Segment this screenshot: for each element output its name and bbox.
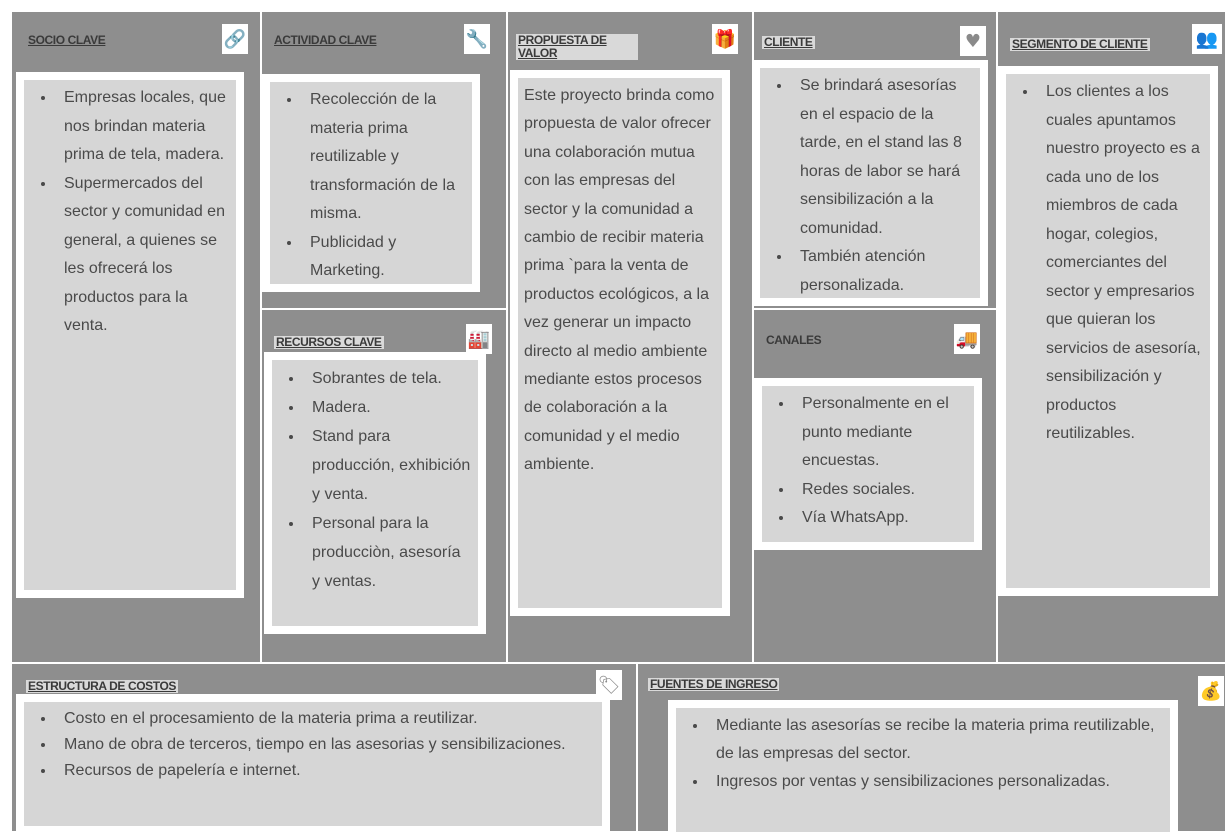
list-item: Empresas locales, que nos brindan materi… (56, 84, 230, 170)
list-item: Ingresos por ventas y sensibilizaciones … (708, 768, 1164, 796)
factory-icon: 🏭 (466, 324, 492, 354)
list-item: Supermercados del sector y comunidad en … (56, 170, 230, 341)
cliente-box: Se brindará asesorías en el espacio de l… (752, 60, 988, 306)
estructura-costos-section: ESTRUCTURA DE COSTOS 🏷 Costo en el proce… (12, 664, 636, 834)
list-item: Madera. (304, 393, 472, 422)
list-item: Recursos de papelería e internet. (56, 758, 596, 784)
list-item: Sobrantes de tela. (304, 364, 472, 393)
propuesta-valor-title: PROPUESTA DE VALOR (516, 34, 638, 60)
people-icon: 👥 (1192, 24, 1222, 54)
actividad-clave-title: ACTIVIDAD CLAVE (274, 33, 377, 47)
actividad-clave-list: Recolección de la materia prima reutiliz… (276, 86, 466, 284)
heart-icon: ♥ (960, 26, 986, 56)
estructura-costos-list: Costo en el procesamiento de la materia … (30, 706, 596, 784)
gift-icon: 🎁 (712, 24, 738, 54)
estructura-costos-title: ESTRUCTURA DE COSTOS (26, 679, 179, 693)
list-item: Personalmente en el punto mediante encue… (794, 390, 968, 476)
recursos-clave-title: RECURSOS CLAVE (274, 335, 384, 349)
actividad-clave-section: ACTIVIDAD CLAVE 🔧 Recolección de la mate… (262, 12, 506, 308)
list-item: Publicidad y Marketing. (302, 229, 466, 285)
canales-title: CANALES (766, 333, 822, 347)
socio-clave-title: SOCIO CLAVE (28, 33, 106, 47)
canales-section: CANALES 🚚 Personalmente en el punto medi… (754, 310, 996, 662)
estructura-costos-box: Costo en el procesamiento de la materia … (16, 694, 610, 834)
propuesta-valor-text: Este proyecto brinda como propuesta de v… (524, 87, 715, 474)
propuesta-valor-section: PROPUESTA DE VALOR 🎁 Este proyecto brind… (508, 12, 752, 662)
link-icon: 🔗 (222, 24, 248, 54)
segmento-cliente-box: Los clientes a los cuales apuntamos nues… (998, 66, 1218, 596)
list-item: También atención personalizada. (792, 243, 974, 298)
canales-list: Personalmente en el punto mediante encue… (768, 390, 968, 533)
fuentes-ingreso-box: Mediante las asesorías se recibe la mate… (668, 700, 1178, 840)
list-item: Vía WhatsApp. (794, 504, 968, 533)
cliente-list: Se brindará asesorías en el espacio de l… (766, 72, 974, 298)
socio-clave-section: SOCIO CLAVE 🔗 Empresas locales, que nos … (12, 12, 260, 662)
socio-clave-list: Empresas locales, que nos brindan materi… (30, 84, 230, 341)
segmento-cliente-title: SEGMENTO DE CLIENTE (1010, 37, 1150, 51)
list-item: Personal para la producciòn, asesoría y … (304, 509, 472, 596)
list-item: Mano de obra de terceros, tiempo en las … (56, 732, 596, 758)
segmento-cliente-section: SEGMENTO DE CLIENTE 👥 Los clientes a los… (998, 12, 1225, 662)
recursos-clave-list: Sobrantes de tela.Madera.Stand para prod… (278, 364, 472, 596)
actividad-clave-box: Recolección de la materia prima reutiliz… (262, 74, 480, 292)
list-item: Redes sociales. (794, 476, 968, 505)
money-bag-icon: 💰 (1198, 676, 1224, 706)
wrench-icon: 🔧 (464, 24, 490, 54)
fuentes-ingreso-section: FUENTES DE INGRESO 💰 Mediante las asesor… (638, 664, 1225, 840)
fuentes-ingreso-title: FUENTES DE INGRESO (648, 677, 780, 691)
recursos-clave-box: Sobrantes de tela.Madera.Stand para prod… (264, 352, 486, 634)
list-item: Mediante las asesorías se recibe la mate… (708, 712, 1164, 768)
canales-box: Personalmente en el punto mediante encue… (754, 378, 982, 550)
cliente-title: CLIENTE (762, 35, 815, 49)
fuentes-ingreso-list: Mediante las asesorías se recibe la mate… (682, 712, 1164, 796)
propuesta-valor-box: Este proyecto brinda como propuesta de v… (510, 70, 730, 616)
list-item: Se brindará asesorías en el espacio de l… (792, 72, 974, 243)
truck-icon: 🚚 (954, 324, 980, 354)
cliente-section: CLIENTE ♥ Se brindará asesorías en el es… (752, 12, 996, 308)
list-item: Los clientes a los cuales apuntamos nues… (1038, 78, 1204, 449)
recursos-clave-section: RECURSOS CLAVE 🏭 Sobrantes de tela.Mader… (262, 310, 506, 662)
socio-clave-box: Empresas locales, que nos brindan materi… (16, 72, 244, 598)
list-item: Stand para producción, exhibición y vent… (304, 422, 472, 509)
list-item: Costo en el procesamiento de la materia … (56, 706, 596, 732)
segmento-cliente-list: Los clientes a los cuales apuntamos nues… (1012, 78, 1204, 449)
list-item: Recolección de la materia prima reutiliz… (302, 86, 466, 229)
